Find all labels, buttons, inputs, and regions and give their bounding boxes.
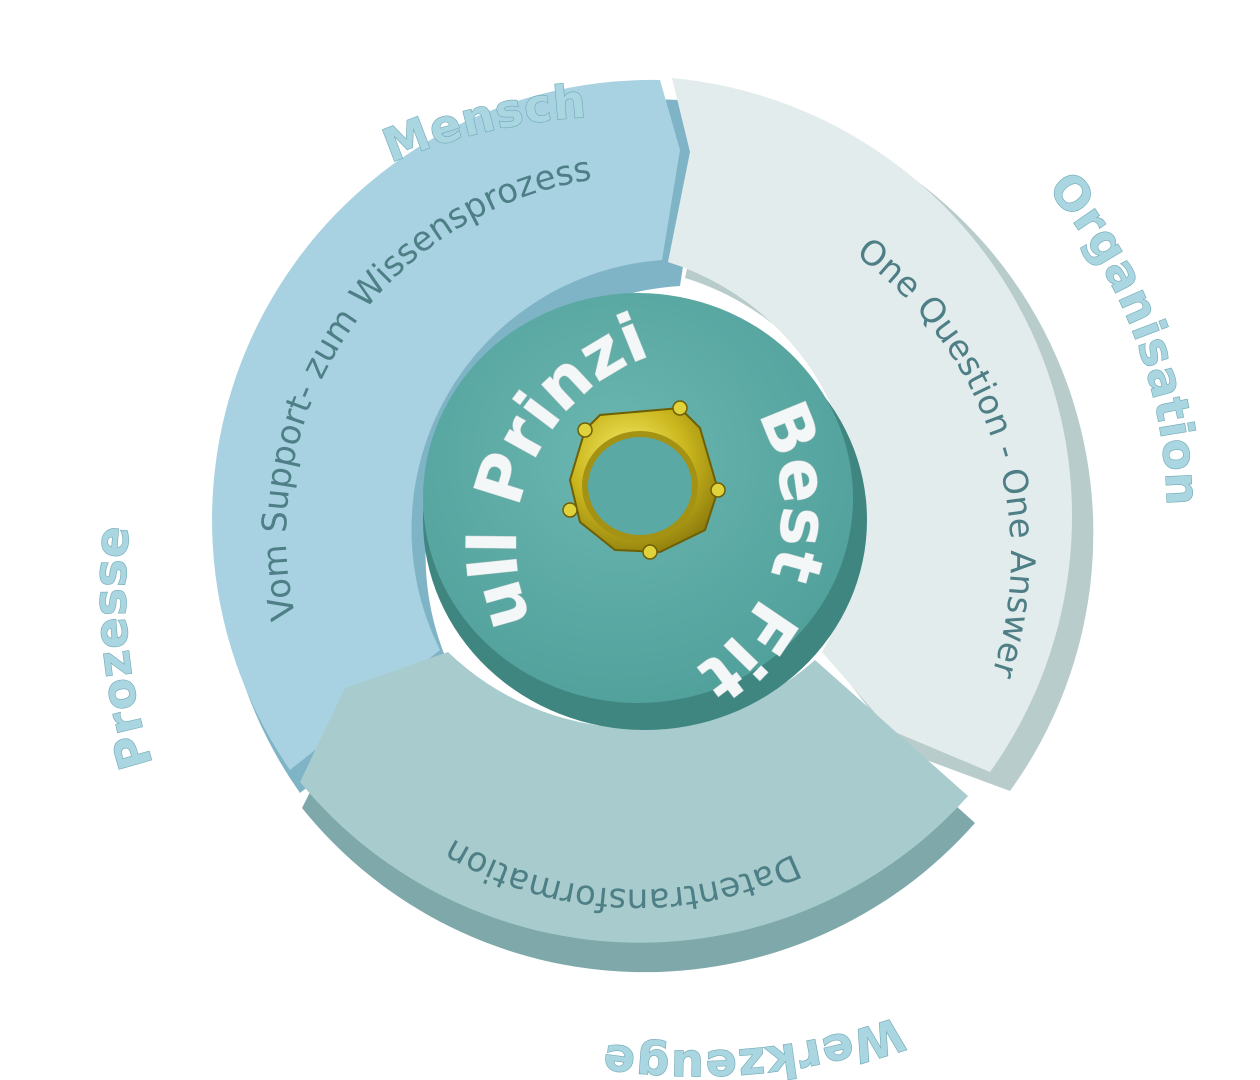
outer-label-prozesse: Prozesse (82, 523, 163, 776)
werkzeuge-segment[interactable] (300, 652, 968, 943)
outer-label-werkzeuge: Werkzeuge (599, 1007, 911, 1080)
gold-ring-icon (562, 400, 726, 560)
organisation-segment[interactable] (668, 78, 1073, 772)
mensch-segment[interactable] (212, 79, 680, 771)
